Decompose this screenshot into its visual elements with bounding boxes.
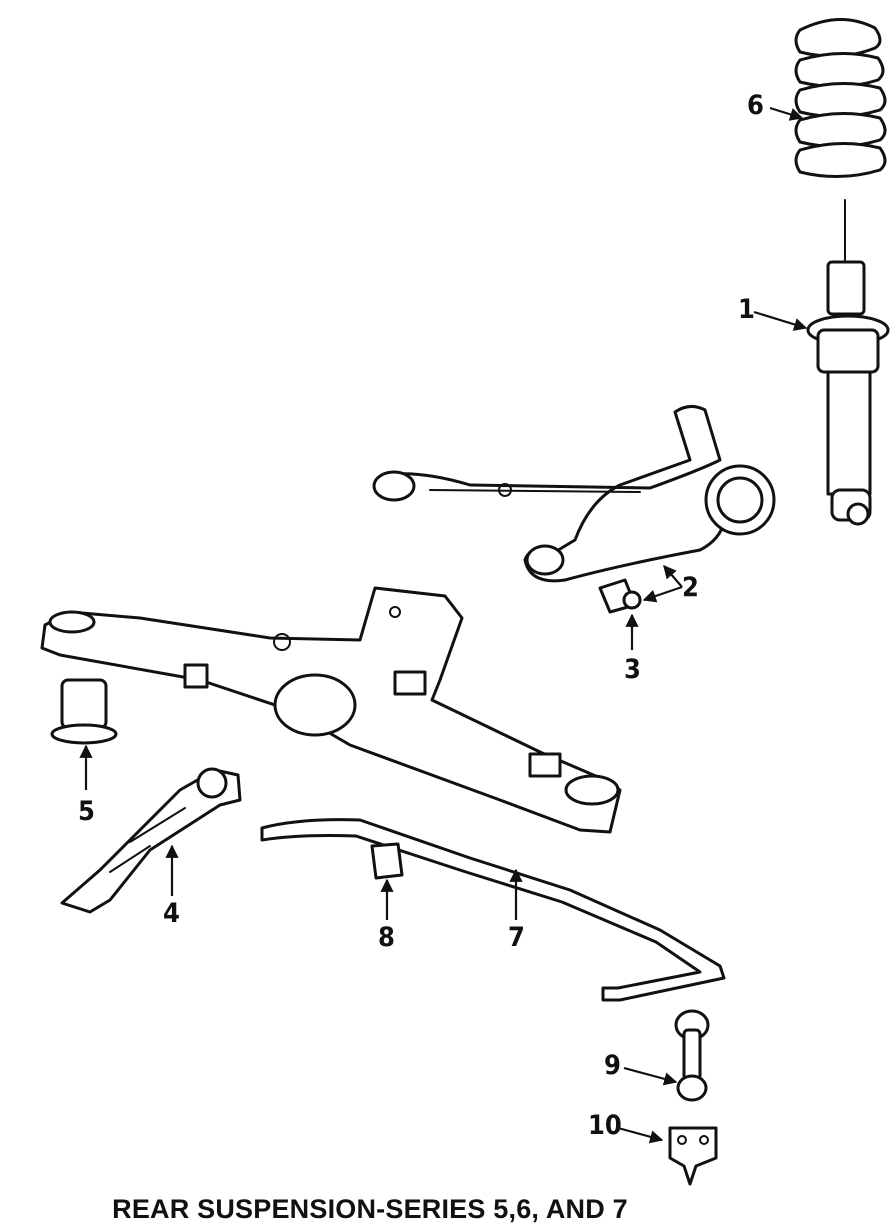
callout-1: 1 — [738, 294, 755, 325]
callout-4: 4 — [163, 898, 180, 929]
leader-2b — [642, 585, 683, 603]
trailing-arm — [372, 405, 776, 583]
callout-9: 9 — [604, 1050, 621, 1081]
leader-9 — [623, 1066, 678, 1086]
diagram-caption: REAR SUSPENSION-SERIES 5,6, AND 7 — [112, 1194, 628, 1224]
leader-2a — [663, 564, 683, 588]
callout-3: 3 — [624, 654, 641, 685]
callout-2: 2 — [682, 572, 699, 603]
callout-10: 10 — [588, 1110, 622, 1141]
callout-6: 6 — [747, 90, 764, 121]
bar-bushing — [370, 842, 404, 880]
callout-8: 8 — [378, 922, 395, 953]
shock-absorber — [806, 199, 890, 526]
clip — [668, 1126, 718, 1186]
subframe-mount — [50, 678, 118, 745]
coil-spring — [794, 18, 887, 178]
leader-6 — [769, 106, 804, 121]
axle-carrier — [40, 586, 622, 834]
stabilizer-bar — [260, 818, 726, 1002]
bracket — [60, 767, 242, 914]
leader-10 — [617, 1126, 664, 1144]
callout-5: 5 — [78, 796, 95, 827]
bushing — [598, 578, 642, 614]
leader-1 — [753, 310, 808, 331]
callout-7: 7 — [508, 922, 525, 953]
stabilizer-link — [674, 1009, 710, 1102]
